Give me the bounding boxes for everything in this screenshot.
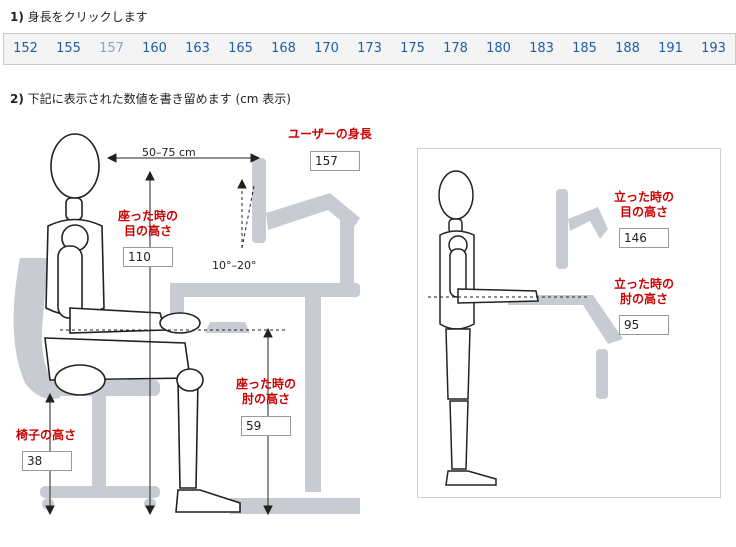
height-option-160[interactable]: 160 bbox=[142, 41, 167, 56]
standing-elbow-label-line-2: 肘の高さ bbox=[620, 292, 669, 306]
standing-mannequin bbox=[438, 170, 539, 486]
step-1-number: 1) bbox=[10, 10, 24, 24]
standing-elbow-height-label: 立った時の 肘の高さ bbox=[614, 277, 674, 307]
height-option-180[interactable]: 180 bbox=[486, 41, 511, 56]
tilt-angle-label: 10°–20° bbox=[212, 259, 257, 272]
height-option-178[interactable]: 178 bbox=[443, 41, 468, 56]
standing-eye-label-line-1: 立った時の bbox=[614, 190, 675, 204]
seated-eye-label-line-2: 目の高さ bbox=[124, 224, 173, 238]
seated-posture-illustration bbox=[13, 133, 360, 516]
height-option-185[interactable]: 185 bbox=[572, 41, 597, 56]
step-2-text: 下記に表示された数値を書き留めます (cm 表示) bbox=[27, 92, 291, 106]
measurement-arrows bbox=[45, 153, 285, 516]
height-option-191[interactable]: 191 bbox=[658, 41, 683, 56]
height-option-152[interactable]: 152 bbox=[13, 41, 38, 56]
standing-elbow-label-line-1: 立った時の bbox=[614, 277, 675, 291]
height-option-155[interactable]: 155 bbox=[56, 41, 81, 56]
chair-height-label: 椅子の高さ bbox=[16, 428, 77, 442]
seated-eye-height-label: 座った時の 目の高さ bbox=[118, 209, 178, 239]
standing-posture-panel bbox=[417, 148, 721, 498]
seated-elbow-label-line-2: 肘の高さ bbox=[242, 392, 291, 406]
height-option-165[interactable]: 165 bbox=[228, 41, 253, 56]
standing-elbow-height-value: 95 bbox=[619, 315, 669, 335]
standing-eye-height-value: 146 bbox=[619, 228, 669, 248]
standing-eye-height-label: 立った時の 目の高さ bbox=[614, 190, 674, 220]
seated-eye-height-value: 110 bbox=[123, 247, 173, 267]
height-option-173[interactable]: 173 bbox=[357, 41, 382, 56]
step-1-text: 身長をクリックします bbox=[27, 10, 148, 24]
seated-elbow-height-value: 59 bbox=[241, 416, 291, 436]
height-option-157[interactable]: 157 bbox=[99, 41, 124, 56]
step-1-instruction: 1) 身長をクリックします bbox=[10, 8, 148, 25]
seated-elbow-label-line-1: 座った時の bbox=[236, 377, 297, 391]
height-option-170[interactable]: 170 bbox=[314, 41, 339, 56]
seated-eye-label-line-1: 座った時の bbox=[118, 209, 179, 223]
height-option-175[interactable]: 175 bbox=[400, 41, 425, 56]
height-option-163[interactable]: 163 bbox=[185, 41, 210, 56]
desk-furniture bbox=[170, 158, 360, 514]
distance-label: 50–75 cm bbox=[142, 146, 196, 159]
height-option-168[interactable]: 168 bbox=[271, 41, 296, 56]
height-option-188[interactable]: 188 bbox=[615, 41, 640, 56]
standing-eye-label-line-2: 目の高さ bbox=[620, 205, 669, 219]
user-height-value: 157 bbox=[310, 151, 360, 171]
seated-elbow-height-label: 座った時の 肘の高さ bbox=[236, 377, 296, 407]
user-height-label: ユーザーの身長 bbox=[288, 127, 372, 141]
height-selector: 152 155 157 160 163 165 168 170 173 175 178 180 183 1… bbox=[3, 33, 736, 65]
step-2-instruction: 2) 下記に表示された数値を書き留めます (cm 表示) bbox=[10, 90, 291, 107]
chair-height-value: 38 bbox=[22, 451, 72, 471]
height-option-193[interactable]: 193 bbox=[701, 41, 726, 56]
height-option-183[interactable]: 183 bbox=[529, 41, 554, 56]
standing-desk-furniture bbox=[508, 189, 623, 399]
standing-posture-illustration bbox=[428, 170, 623, 486]
step-2-number: 2) bbox=[10, 92, 24, 106]
